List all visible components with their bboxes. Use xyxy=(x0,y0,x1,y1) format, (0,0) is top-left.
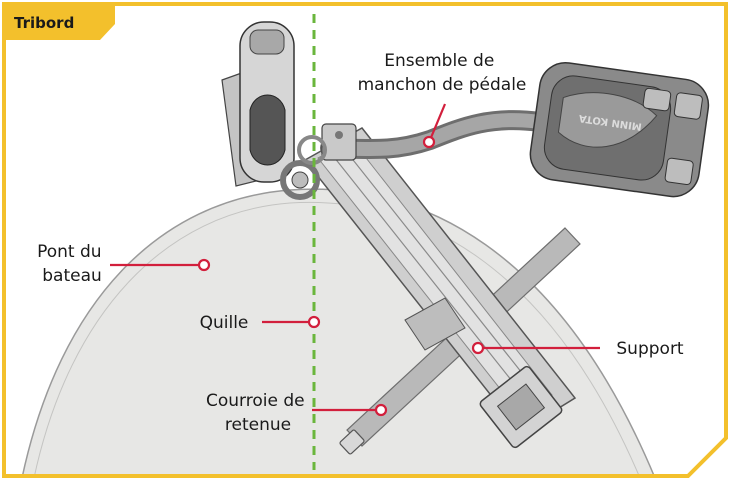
label-retention-strap: Courroie de retenue xyxy=(206,391,310,435)
label-support: Support xyxy=(616,339,684,359)
label-boat-deck: Pont du bateau xyxy=(37,242,107,286)
leader-pedal-sleeve xyxy=(428,103,447,141)
leader-lines xyxy=(110,103,600,412)
label-pedal-sleeve: Ensemble de manchon de pédale xyxy=(358,51,527,95)
trolling-motor xyxy=(221,21,327,200)
dot-strap xyxy=(374,403,388,417)
dot-keel xyxy=(307,315,321,329)
label-keel: Quille xyxy=(200,313,249,333)
leader-dots xyxy=(197,135,485,417)
foot-pedal: MINN KOTA xyxy=(529,62,710,198)
dot-deck xyxy=(197,258,211,272)
starboard-tag-label: Tribord xyxy=(14,14,74,32)
starboard-tag: Tribord xyxy=(4,4,115,40)
boat-deck-edge xyxy=(33,201,641,478)
dot-pedal-sleeve xyxy=(422,135,436,149)
dot-support xyxy=(471,341,485,355)
cable-clamp xyxy=(321,123,357,161)
